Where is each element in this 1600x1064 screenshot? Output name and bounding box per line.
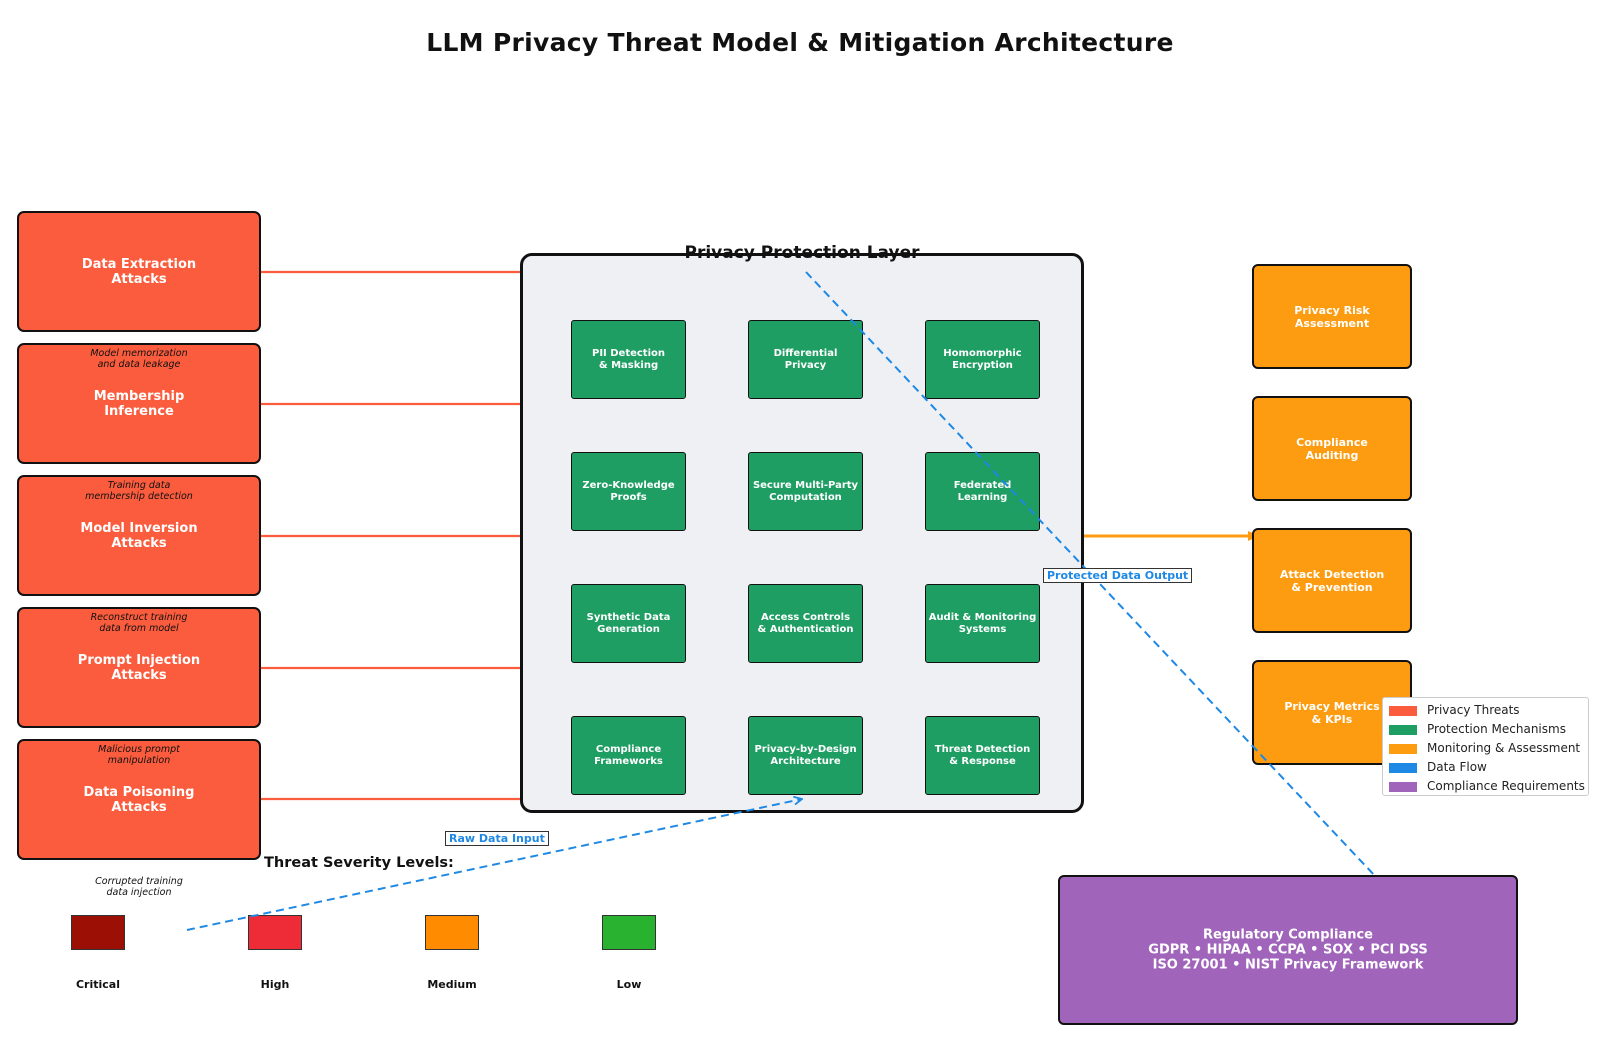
monitoring-compliance-auditing[interactable]: Compliance Auditing <box>1252 396 1412 501</box>
protected-data-output-label: Protected Data Output <box>1043 568 1193 583</box>
diagram-title: LLM Privacy Threat Model & Mitigation Ar… <box>426 28 1174 57</box>
legend-item-compliance: Compliance Requirements <box>1389 778 1585 797</box>
threat-label: Prompt Injection Attacks <box>77 652 201 683</box>
threat-caption: Corrupted training data injection <box>95 876 183 898</box>
legend-label: Monitoring & Assessment <box>1427 741 1581 755</box>
mechanism-label: Homomorphic Encryption <box>943 347 1022 371</box>
legend-item-data-flow: Data Flow <box>1389 759 1582 778</box>
severity-heading: Threat Severity Levels: <box>264 855 454 871</box>
mechanism-privacy-by-design[interactable]: Privacy-by-Design Architecture <box>748 716 863 795</box>
monitoring-label: Privacy Metrics & KPIs <box>1284 699 1380 726</box>
mechanism-label: Privacy-by-Design Architecture <box>754 743 857 767</box>
severity-label: Critical <box>75 978 120 991</box>
legend-label: Protection Mechanisms <box>1427 722 1566 736</box>
mechanism-label: Audit & Monitoring Systems <box>928 611 1037 635</box>
regulatory-compliance-box[interactable]: Regulatory Compliance GDPR • HIPAA • CCP… <box>1058 875 1518 1025</box>
mechanism-zero-knowledge-proofs[interactable]: Zero-Knowledge Proofs <box>571 452 686 531</box>
mechanism-label: Federated Learning <box>953 479 1012 503</box>
monitoring-label: Compliance Auditing <box>1296 435 1368 462</box>
threat-label: Model Inversion Attacks <box>80 520 198 551</box>
protection-layer-title: Privacy Protection Layer <box>684 243 920 263</box>
threat-label: Data Poisoning Attacks <box>83 784 195 815</box>
legend-label: Privacy Threats <box>1427 703 1520 717</box>
monitoring-label: Privacy Risk Assessment <box>1294 303 1370 330</box>
mechanism-homomorphic-encryption[interactable]: Homomorphic Encryption <box>925 320 1040 399</box>
threat-caption: Malicious prompt manipulation <box>98 744 180 766</box>
threat-box-prompt-injection[interactable]: Prompt Injection Attacks <box>17 607 261 728</box>
threat-caption: Training data membership detection <box>85 480 193 502</box>
legend-swatch <box>1389 744 1417 754</box>
mechanism-label: PII Detection & Masking <box>591 347 666 371</box>
severity-swatch-low <box>602 915 656 950</box>
mechanism-secure-mpc[interactable]: Secure Multi-Party Computation <box>748 452 863 531</box>
legend-swatch <box>1389 706 1417 716</box>
severity-swatch-critical <box>71 915 125 950</box>
raw-data-input-label: Raw Data Input <box>445 831 549 846</box>
legend-item-monitoring: Monitoring & Assessment <box>1389 740 1582 759</box>
threat-box-membership-inference[interactable]: Membership Inference <box>17 343 261 464</box>
legend-swatch <box>1389 725 1417 735</box>
legend-item-protection-mechanisms: Protection Mechanisms <box>1389 721 1582 740</box>
legend: Privacy Threats Protection Mechanisms Mo… <box>1382 697 1589 796</box>
severity-swatch-high <box>248 915 302 950</box>
mechanism-threat-detection[interactable]: Threat Detection & Response <box>925 716 1040 795</box>
threat-box-data-poisoning[interactable]: Data Poisoning Attacks <box>17 739 261 860</box>
monitoring-attack-detection[interactable]: Attack Detection & Prevention <box>1252 528 1412 633</box>
severity-swatch-medium <box>425 915 479 950</box>
severity-label: Low <box>616 978 642 991</box>
legend-label: Compliance Requirements <box>1427 779 1585 793</box>
severity-label: Medium <box>427 978 477 991</box>
threat-label: Data Extraction Attacks <box>81 256 197 287</box>
regulatory-label: Regulatory Compliance GDPR • HIPAA • CCP… <box>1148 927 1428 973</box>
severity-label: High <box>260 978 290 991</box>
mechanism-label: Secure Multi-Party Computation <box>752 479 859 503</box>
threat-box-data-extraction[interactable]: Data Extraction Attacks <box>17 211 261 332</box>
mechanism-access-controls[interactable]: Access Controls & Authentication <box>748 584 863 663</box>
raw-data-flow-line <box>186 799 802 931</box>
mechanism-pii-detection[interactable]: PII Detection & Masking <box>571 320 686 399</box>
mechanism-label: Synthetic Data Generation <box>586 611 671 635</box>
mechanism-label: Threat Detection & Response <box>934 743 1031 767</box>
legend-label: Data Flow <box>1427 760 1487 774</box>
threat-caption: Model memorization and data leakage <box>90 348 188 370</box>
threat-label: Membership Inference <box>93 388 185 419</box>
mechanism-label: Differential Privacy <box>773 347 838 371</box>
threat-box-model-inversion[interactable]: Model Inversion Attacks <box>17 475 261 596</box>
mechanism-label: Compliance Frameworks <box>594 743 663 767</box>
protected-data-flow-line <box>805 271 1377 878</box>
mechanism-audit-monitoring[interactable]: Audit & Monitoring Systems <box>925 584 1040 663</box>
mechanism-label: Zero-Knowledge Proofs <box>582 479 675 503</box>
threat-caption: Reconstruct training data from model <box>90 612 188 634</box>
mechanism-differential-privacy[interactable]: Differential Privacy <box>748 320 863 399</box>
mechanism-label: Access Controls & Authentication <box>757 611 854 635</box>
monitoring-privacy-risk-assessment[interactable]: Privacy Risk Assessment <box>1252 264 1412 369</box>
monitoring-label: Attack Detection & Prevention <box>1279 567 1385 594</box>
legend-item-privacy-threats: Privacy Threats <box>1389 702 1582 721</box>
mechanism-compliance-frameworks[interactable]: Compliance Frameworks <box>571 716 686 795</box>
mechanism-federated-learning[interactable]: Federated Learning <box>925 452 1040 531</box>
mechanism-synthetic-data[interactable]: Synthetic Data Generation <box>571 584 686 663</box>
legend-swatch <box>1389 763 1417 773</box>
legend-swatch <box>1389 782 1417 792</box>
